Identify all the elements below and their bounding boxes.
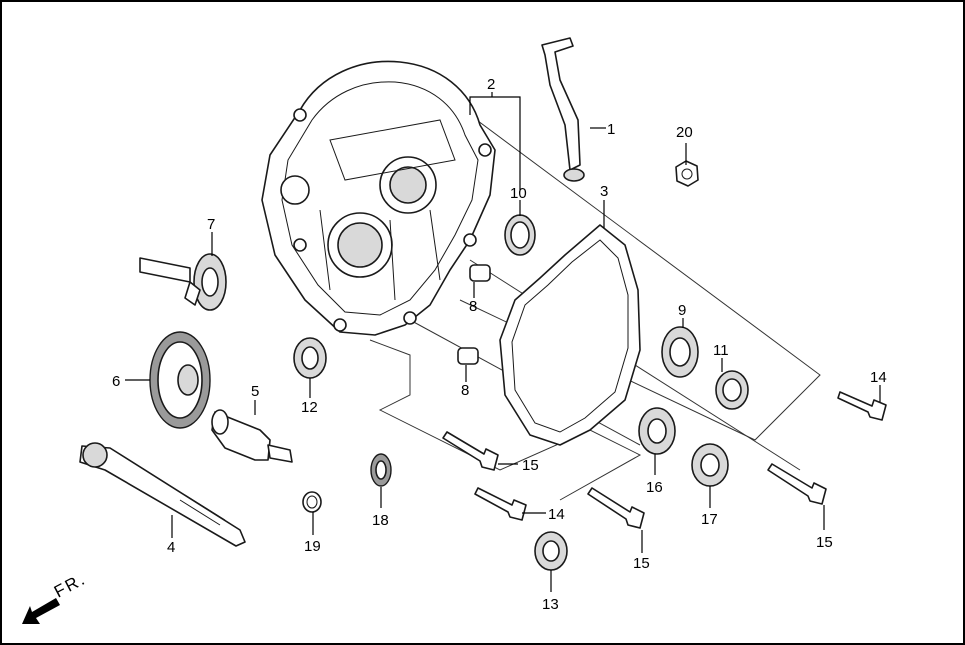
callout-19: 19 (304, 538, 321, 555)
dowel-pin-lower (457, 347, 479, 365)
breather-tube (541, 37, 585, 182)
front-direction-indicator: FR. (22, 569, 89, 624)
front-direction-label: FR. (51, 569, 89, 601)
dowel-pin-upper (469, 264, 491, 282)
callout-4: 4 (167, 539, 175, 556)
bearing-9 (661, 326, 699, 378)
leader-lines (125, 92, 881, 592)
washer-19 (302, 491, 322, 513)
circlip-18 (370, 453, 392, 487)
gasket (499, 224, 641, 446)
callout-6: 6 (112, 373, 120, 390)
callout-16: 16 (646, 479, 663, 496)
callout-14-right: 14 (870, 369, 887, 386)
callout-13: 13 (542, 596, 559, 613)
main-shaft-4 (79, 442, 246, 547)
oil-seal-11 (715, 370, 749, 410)
callout-12: 12 (301, 399, 318, 416)
bearing-13 (534, 531, 568, 571)
large-gear-6 (149, 331, 211, 429)
callout-1: 1 (607, 121, 615, 138)
callout-labels: 1 2 3 4 5 6 7 8 8 9 10 11 12 13 14 14 15… (112, 76, 887, 613)
counter-shaft-7 (139, 253, 227, 311)
bearing-17 (691, 443, 729, 487)
bolt-14-left (474, 487, 527, 521)
transmission-case-cover (261, 60, 496, 336)
callout-15-right: 15 (816, 534, 833, 551)
callout-8-lower: 8 (461, 382, 469, 399)
callout-14-left: 14 (548, 506, 565, 523)
callout-5: 5 (251, 383, 259, 400)
callout-8-upper: 8 (469, 298, 477, 315)
callout-11: 11 (713, 342, 729, 359)
bearing-16 (638, 407, 676, 455)
callout-15-middle: 15 (633, 555, 650, 572)
callout-2: 2 (487, 76, 495, 93)
callout-3: 3 (600, 183, 608, 200)
drive-shaft-5 (211, 409, 293, 463)
bolt-14-right (837, 391, 887, 421)
callout-18: 18 (372, 512, 389, 529)
nut (675, 160, 699, 187)
callout-17: 17 (701, 511, 718, 528)
callout-20: 20 (676, 124, 693, 141)
callout-9: 9 (678, 302, 686, 319)
bolt-15-middle (587, 487, 645, 529)
callout-15-upper: 15 (522, 457, 539, 474)
bolt-15-upper (442, 431, 499, 471)
bearing-12 (293, 337, 327, 379)
callout-7: 7 (207, 216, 215, 233)
bolt-15-right (767, 463, 827, 505)
front-arrow-icon (22, 598, 60, 624)
callout-10: 10 (510, 185, 527, 202)
oil-seal-10 (504, 214, 536, 256)
